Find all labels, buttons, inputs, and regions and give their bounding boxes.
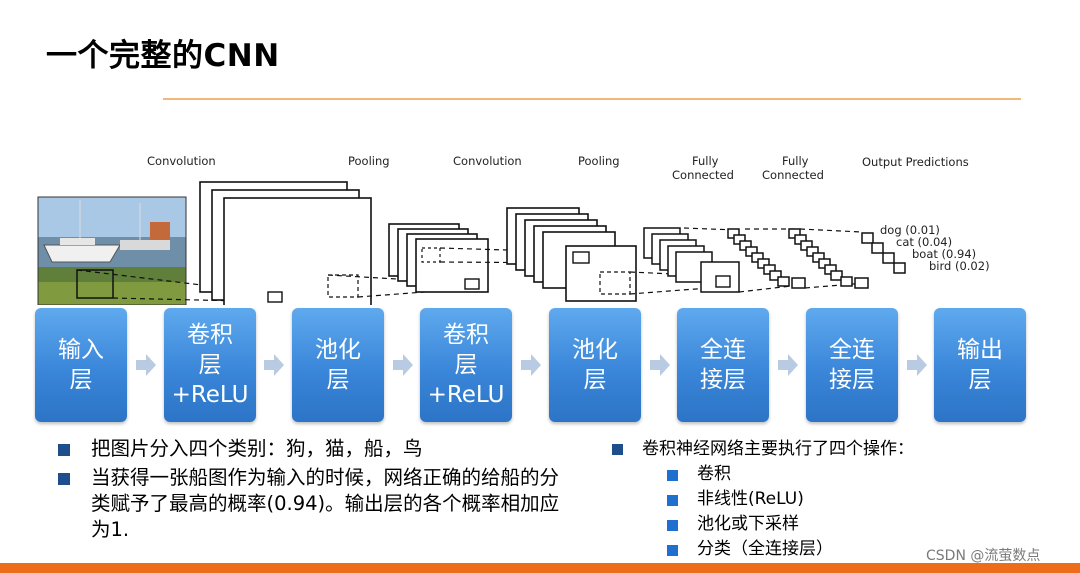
stage-label: 池化 层 — [572, 337, 618, 393]
prediction-dog: dog (0.01) — [880, 223, 940, 237]
stage-pooling-1: 池化 层 — [292, 308, 384, 422]
stage-label: 全连 接层 — [700, 337, 746, 393]
label-convolution-1: Convolution — [147, 154, 216, 168]
stage-label: 输入 层 — [58, 337, 104, 393]
label-fully-connected-1-line1: Fully — [692, 154, 719, 168]
arrow-right-icon — [136, 354, 156, 376]
pool2-feature-maps — [643, 227, 740, 293]
input-boat-image — [37, 196, 187, 305]
bullet-item: 把图片分入四个类别：狗，猫，船，鸟 — [58, 436, 578, 462]
arrow-right-icon — [393, 354, 413, 376]
arrow-right-icon — [778, 354, 798, 376]
stage-label: 池化 层 — [315, 337, 361, 393]
label-pooling-2: Pooling — [578, 154, 620, 168]
right-bullet-list: 卷积神经网络主要执行了四个操作： 卷积 非线性(ReLU) 池化或下采样 分类（… — [612, 437, 1032, 562]
arrow-right-icon — [650, 354, 670, 376]
fc2-neurons — [788, 228, 869, 289]
slide-title: 一个完整的CNN — [46, 38, 280, 74]
sub-bullet-item: 卷积 — [612, 462, 1032, 487]
prediction-bird: bird (0.02) — [929, 259, 990, 273]
stage-pooling-2: 池化 层 — [549, 308, 641, 422]
stage-output-layer: 输出 层 — [934, 308, 1026, 422]
stage-label: 卷积 层 +ReLU — [171, 322, 249, 408]
label-output-predictions: Output Predictions — [862, 155, 969, 169]
watermark: CSDN @流萤数点 — [926, 548, 1041, 564]
stage-label: 输出 层 — [957, 337, 1003, 393]
stage-input-layer: 输入 层 — [35, 308, 127, 422]
left-bullet-list: 把图片分入四个类别：狗，猫，船，鸟 当获得一张船图作为输入的时候，网络正确的给船… — [58, 436, 578, 546]
sub-bullet-item: 非线性(ReLU) — [612, 487, 1032, 512]
stage-conv-relu-1: 卷积 层 +ReLU — [164, 308, 256, 422]
stage-fully-connected-1: 全连 接层 — [677, 308, 769, 422]
sub-bullet-item: 分类（全连接层） — [612, 537, 1032, 562]
stage-label: 卷积 层 +ReLU — [427, 322, 505, 408]
title-divider — [163, 98, 1021, 100]
bullet-heading: 卷积神经网络主要执行了四个操作： — [612, 437, 1032, 462]
label-convolution-2: Convolution — [453, 154, 522, 168]
arrow-right-icon — [907, 354, 927, 376]
stage-conv-relu-2: 卷积 层 +ReLU — [420, 308, 512, 422]
cnn-diagram: Convolution Pooling Convolution Pooling … — [37, 154, 990, 305]
arrow-right-icon — [264, 354, 284, 376]
stage-label: 全连 接层 — [829, 337, 875, 393]
conv1-feature-maps — [199, 181, 372, 305]
conv2-feature-maps — [506, 207, 637, 302]
label-fully-connected-1-line2: Connected — [672, 168, 734, 182]
output-neurons — [861, 232, 906, 274]
prediction-boat: boat (0.94) — [912, 247, 976, 261]
prediction-cat: cat (0.04) — [896, 235, 952, 249]
label-fully-connected-2-line2: Connected — [762, 168, 824, 182]
arrow-right-icon — [521, 354, 541, 376]
bullet-item: 当获得一张船图作为输入的时候，网络正确的给船的分类赋予了最高的概率(0.94)。… — [58, 465, 578, 543]
bottom-accent-bar — [0, 563, 1080, 573]
stage-fully-connected-2: 全连 接层 — [806, 308, 898, 422]
label-fully-connected-2-line1: Fully — [782, 154, 809, 168]
label-pooling-1: Pooling — [348, 154, 390, 168]
fc1-neurons — [727, 228, 806, 289]
sub-bullet-item: 池化或下采样 — [612, 512, 1032, 537]
